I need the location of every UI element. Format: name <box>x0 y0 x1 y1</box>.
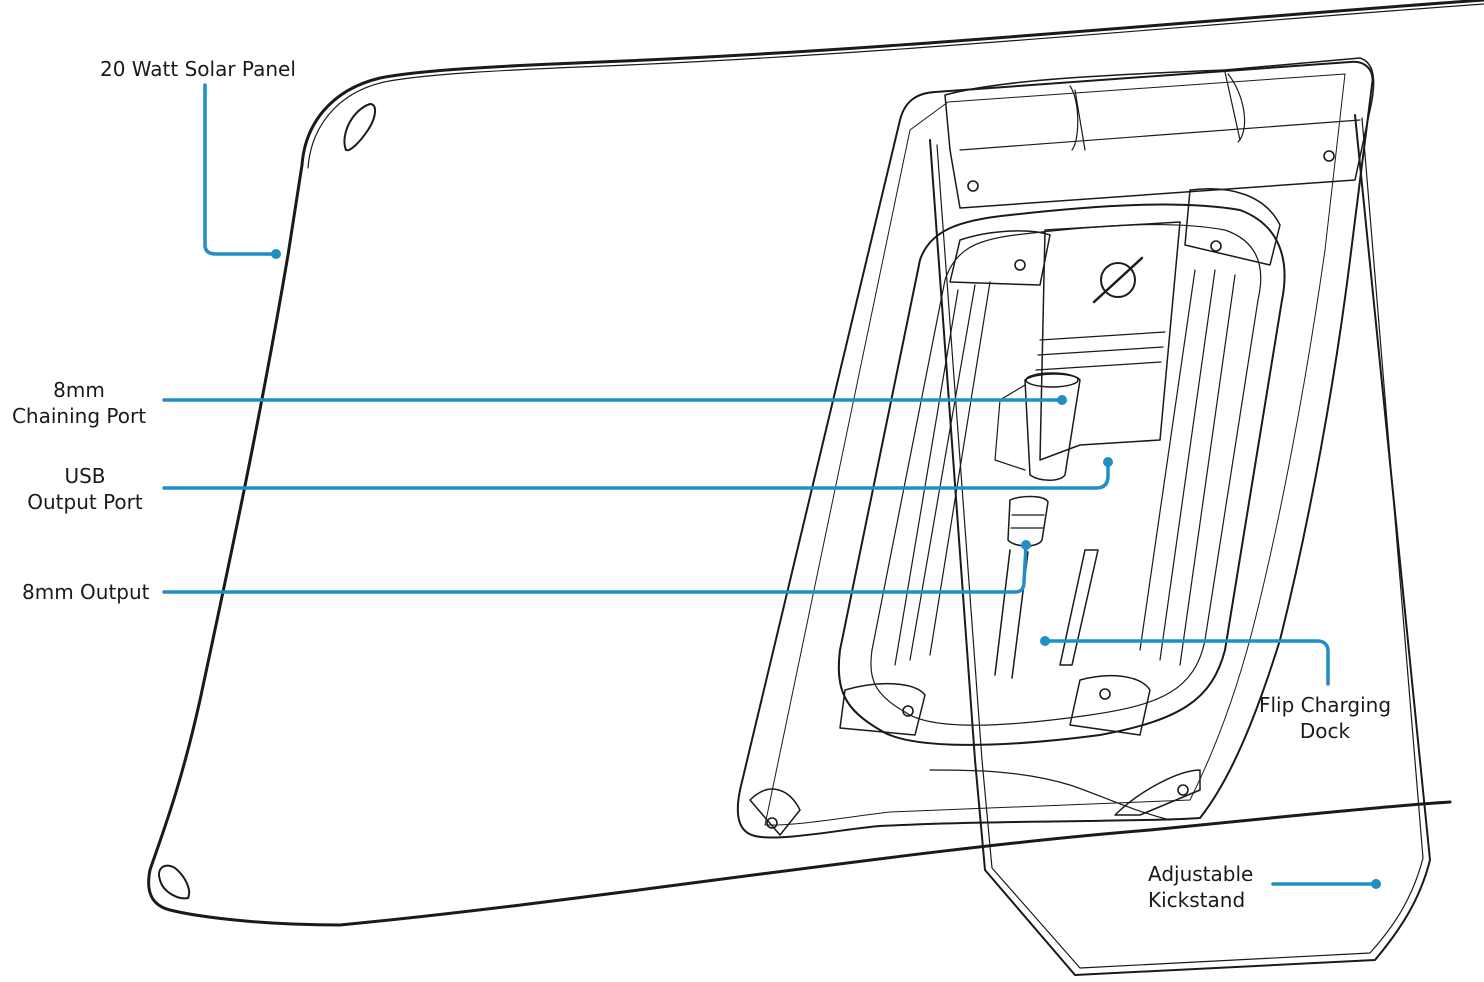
solar-panel-outline <box>147 0 1484 927</box>
label-8mm-output: 8mm Output <box>22 580 150 604</box>
label-usb-output-line1: USB <box>64 464 106 488</box>
leader-usb-output <box>162 460 1110 490</box>
label-flip-dock: Flip Charging Dock <box>1250 692 1400 744</box>
leader-solar-panel <box>203 83 278 256</box>
dock-housing <box>837 203 1286 746</box>
output-port-body <box>1007 495 1049 547</box>
grommet-bottom-left <box>158 864 191 900</box>
leader-8mm-output <box>162 543 1028 594</box>
kickstand-wire <box>929 114 1431 976</box>
label-chaining-port: 8mm Chaining Port <box>6 377 152 429</box>
leader-flip-dock <box>1043 639 1330 686</box>
label-kickstand: Adjustable Kickstand <box>1148 861 1253 913</box>
label-flip-dock-line1: Flip Charging <box>1258 693 1392 717</box>
rear-plate <box>736 60 1374 839</box>
grommet-top-left <box>343 103 376 152</box>
center-plate <box>1039 221 1181 461</box>
hinge-block <box>944 57 1375 209</box>
label-usb-output: USB Output Port <box>22 463 148 515</box>
chaining-port-body <box>1024 373 1081 481</box>
label-flip-dock-line2: Dock <box>1299 719 1351 743</box>
label-usb-output-line2: Output Port <box>27 490 143 514</box>
label-solar-panel: 20 Watt Solar Panel <box>100 57 296 81</box>
label-kickstand-line1: Adjustable <box>1148 862 1254 886</box>
label-kickstand-line2: Kickstand <box>1148 888 1246 912</box>
label-chaining-port-line1: 8mm <box>53 378 105 402</box>
label-chaining-port-line2: Chaining Port <box>11 404 147 428</box>
